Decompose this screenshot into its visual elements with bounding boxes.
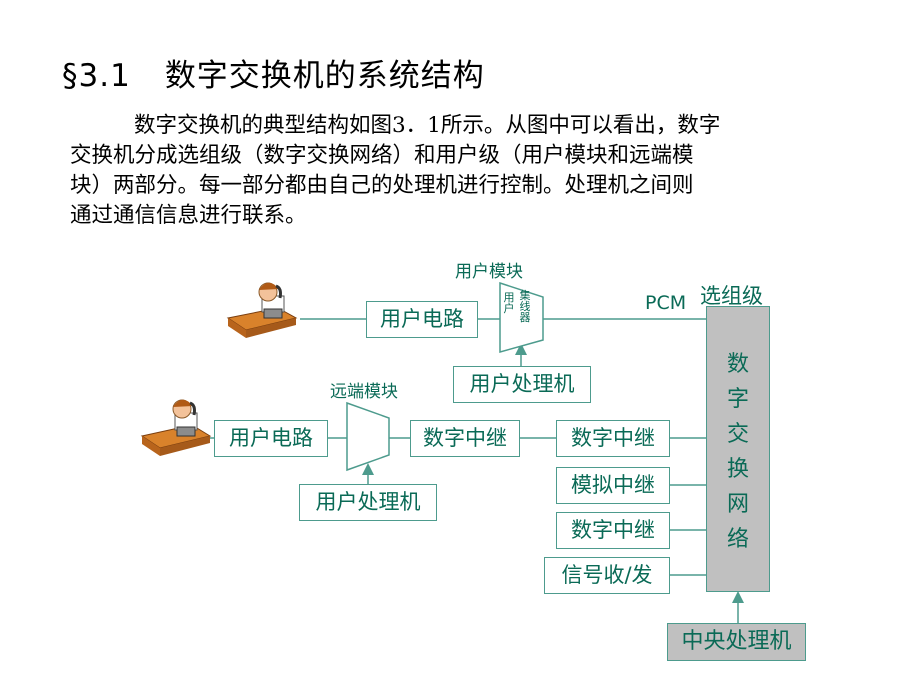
selector-stage-label: 选组级 <box>700 284 763 308</box>
telephone-user-icon <box>140 399 212 456</box>
analog-trunk-box: 模拟中继 <box>556 467 670 504</box>
user-processor-box: 用户处理机 <box>453 366 591 403</box>
paragraph-line: 通过通信信息进行联系。 <box>70 203 307 228</box>
title-text: 数字交换机的系统结构 <box>164 58 485 94</box>
paragraph-line: 块）两部分。每一部分都由自己的处理机进行控制。处理机之间则 <box>70 173 694 198</box>
paragraph-line: 交换机分成选组级（数字交换网络）和用户级（用户模块和远端模 <box>70 143 694 168</box>
remote-user-processor-box: 用户处理机 <box>299 484 437 521</box>
page-title: §3.1 数字交换机的系统结构 <box>62 50 485 95</box>
signal-transceiver-box: 信号收/发 <box>544 557 670 594</box>
section-number: §3.1 <box>62 58 131 94</box>
remote-user-circuit-box: 用户电路 <box>214 420 328 457</box>
user-circuit-box: 用户电路 <box>366 301 478 338</box>
user-concentrator-label-2: 集 线 器 <box>519 289 531 324</box>
digital-trunk-box-1: 数字中继 <box>556 420 670 457</box>
remote-module-label: 远端模块 <box>330 382 398 402</box>
digital-trunk-box-2: 数字中继 <box>556 512 670 549</box>
pcm-label: PCM <box>645 292 687 314</box>
user-module-label: 用户模块 <box>455 262 523 282</box>
user-concentrator-shape <box>499 281 544 353</box>
digital-switching-network: 数 字 交 换 网 络 <box>706 306 770 592</box>
user-concentrator-label: 用 户 <box>503 291 515 315</box>
remote-concentrator-shape <box>346 401 390 472</box>
paragraph-line: 数字交换机的典型结构如图3．1所示。从图中可以看出，数字 <box>134 113 721 138</box>
remote-digital-trunk-box: 数字中继 <box>410 420 520 457</box>
body-paragraph: 数字交换机的典型结构如图3．1所示。从图中可以看出，数字 交换机分成选组级（数字… <box>70 111 850 231</box>
telephone-user-icon <box>226 282 298 338</box>
central-processor-box: 中央处理机 <box>667 623 806 661</box>
